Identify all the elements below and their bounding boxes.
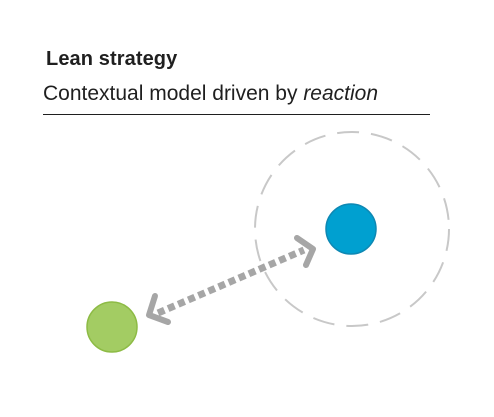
subtitle-emphasis: reaction [303, 82, 379, 105]
subtitle-text: Contextual model driven by [43, 82, 304, 105]
context-circle [254, 131, 450, 327]
diagram-title: Lean strategy [46, 48, 178, 70]
title-divider [43, 114, 430, 115]
diagram-subtitle: Contextual model driven by reaction [43, 82, 378, 106]
arrow-head-right [294, 235, 316, 268]
green-node [86, 301, 138, 353]
arrow-head-left [146, 293, 171, 325]
double-arrow-shaft [156, 246, 306, 317]
blue-node [325, 203, 377, 255]
